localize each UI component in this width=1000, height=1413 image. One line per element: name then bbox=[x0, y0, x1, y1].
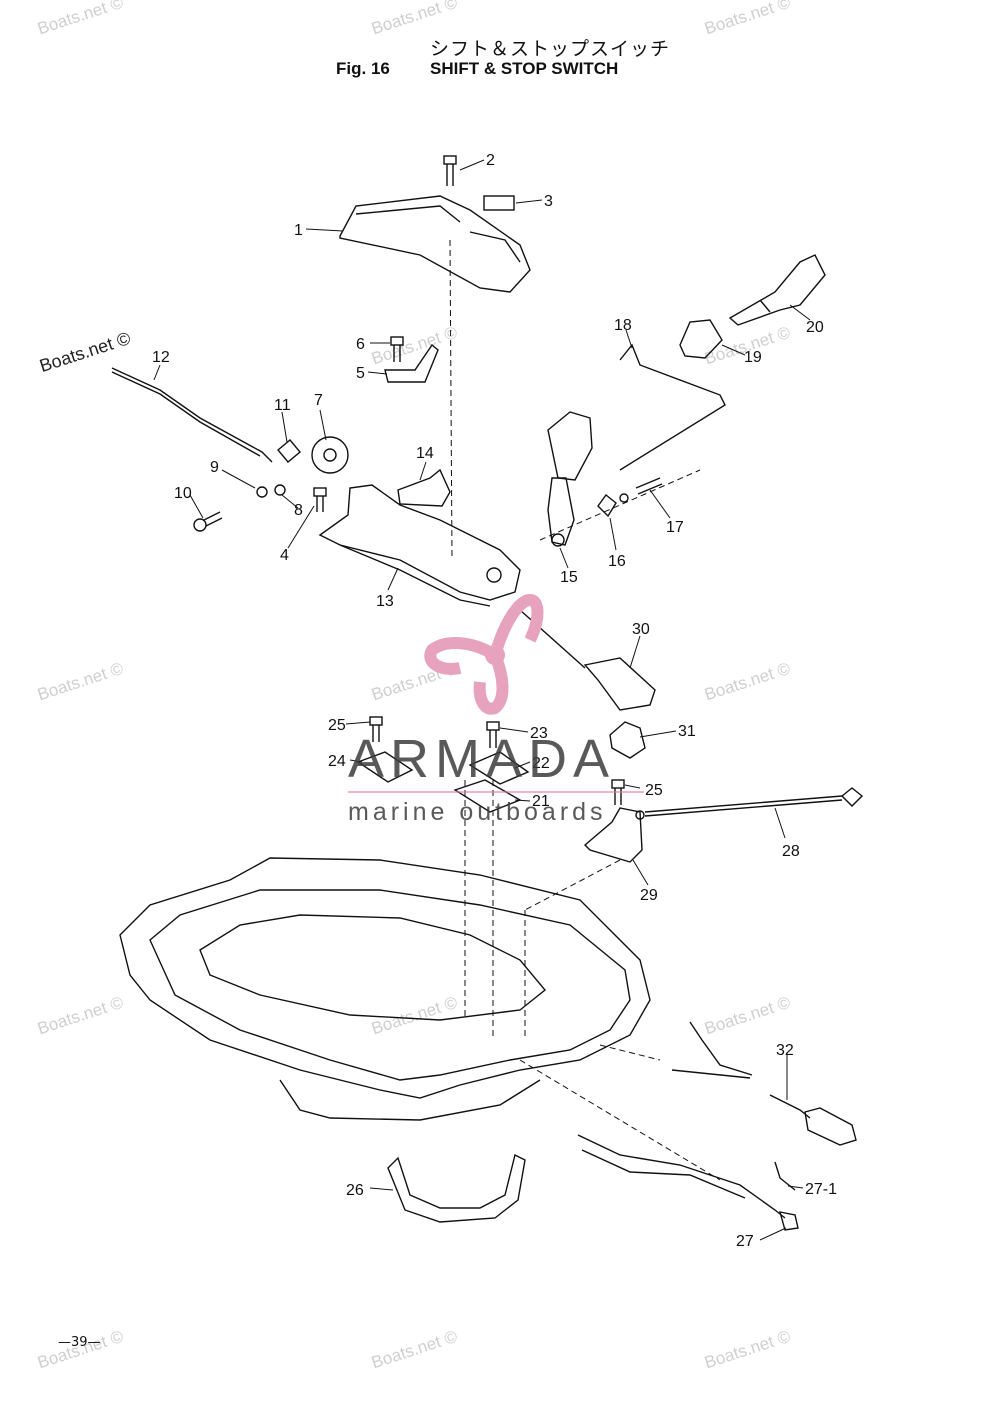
assembly-lines bbox=[449, 239, 721, 1181]
part-11-clip bbox=[277, 439, 301, 463]
title-english: SHIFT & STOP SWITCH bbox=[430, 59, 619, 78]
callout-31: 31 bbox=[678, 723, 696, 740]
part-32-stop-switch bbox=[671, 1021, 857, 1146]
callout-29: 29 bbox=[640, 887, 658, 904]
callout-28: 28 bbox=[782, 843, 800, 860]
armada-logo-subtitle: marine outboards bbox=[348, 798, 607, 826]
bottom-cowling bbox=[119, 857, 651, 1121]
callout-26: 26 bbox=[346, 1182, 364, 1199]
part-18-link-rod bbox=[619, 343, 726, 471]
callout-25: 25 bbox=[328, 717, 346, 734]
part-10-bolt bbox=[193, 511, 223, 532]
callout-7: 7 bbox=[314, 392, 323, 409]
callout-10: 10 bbox=[174, 485, 192, 502]
armada-propeller-logo bbox=[424, 593, 544, 715]
part-9-washer bbox=[256, 486, 268, 498]
title-japanese: シフト＆ストップスイッチ bbox=[430, 38, 671, 60]
page-number: —39— bbox=[58, 1335, 101, 1350]
part-5-bracket bbox=[384, 343, 439, 383]
callout-labels: 1 2 3 4 5 6 7 8 9 10 11 12 13 14 15 16 1… bbox=[152, 152, 837, 1250]
callout-20: 20 bbox=[806, 319, 824, 336]
part-15-shift-lever bbox=[547, 411, 593, 547]
callout-25-right: 25 bbox=[645, 782, 663, 799]
part-3-plate bbox=[483, 195, 515, 211]
callout-16: 16 bbox=[608, 553, 626, 570]
callout-32: 32 bbox=[776, 1042, 794, 1059]
part-16-pin bbox=[597, 493, 617, 518]
part-23-bolt bbox=[486, 721, 500, 748]
part-2-bolt bbox=[443, 155, 457, 186]
part-7-cam bbox=[311, 436, 349, 474]
leader-lines bbox=[153, 159, 811, 1241]
page-header: シフト＆ストップスイッチ Fig. 16 SHIFT & STOP SWITCH bbox=[0, 0, 1000, 90]
callout-13: 13 bbox=[376, 593, 394, 610]
part-12-rod bbox=[111, 367, 273, 463]
part-24-plate bbox=[356, 751, 414, 783]
part-25-bolt bbox=[369, 716, 383, 742]
callout-4: 4 bbox=[280, 547, 289, 564]
part-27-1-lead bbox=[774, 1161, 796, 1191]
callout-14: 14 bbox=[416, 445, 434, 462]
callout-27-1: 27-1 bbox=[805, 1181, 837, 1198]
callout-18: 18 bbox=[614, 317, 632, 334]
part-8-nut bbox=[274, 484, 286, 496]
callout-21: 21 bbox=[532, 793, 550, 810]
part-25-bolt-right bbox=[611, 779, 625, 805]
part-31-clip bbox=[609, 721, 646, 759]
callout-6: 6 bbox=[356, 336, 365, 353]
callout-22: 22 bbox=[532, 755, 550, 772]
part-19-cap bbox=[679, 319, 723, 359]
part-28-cable bbox=[635, 787, 864, 820]
part-20-switch bbox=[728, 254, 826, 326]
callout-12: 12 bbox=[152, 349, 170, 366]
part-17-bolt bbox=[619, 477, 663, 503]
callout-27: 27 bbox=[736, 1233, 754, 1250]
callout-23: 23 bbox=[530, 725, 548, 742]
part-6-bolt bbox=[390, 336, 404, 362]
part-13-base bbox=[318, 484, 521, 601]
figure-number: Fig. 16 bbox=[336, 59, 390, 78]
callout-8: 8 bbox=[294, 502, 303, 519]
part-4-bolt bbox=[313, 487, 327, 512]
part-14-cover bbox=[397, 468, 451, 507]
callout-3: 3 bbox=[544, 193, 553, 210]
part-22-plate bbox=[468, 751, 530, 785]
callout-15: 15 bbox=[560, 569, 578, 586]
callout-11: 11 bbox=[274, 397, 291, 414]
callout-24: 24 bbox=[328, 753, 346, 770]
callout-9: 9 bbox=[210, 459, 219, 476]
part-29-bracket bbox=[583, 807, 643, 863]
callout-30: 30 bbox=[632, 621, 650, 638]
callout-17: 17 bbox=[666, 519, 684, 536]
callout-19: 19 bbox=[744, 349, 762, 366]
callout-5: 5 bbox=[356, 365, 365, 382]
callout-1: 1 bbox=[294, 222, 303, 239]
armada-logo-text: ARMADA bbox=[348, 729, 616, 789]
armada-logo-rule bbox=[348, 791, 644, 793]
part-27-harness bbox=[577, 1134, 799, 1231]
part-1-handle-cover bbox=[339, 195, 531, 293]
callout-2: 2 bbox=[486, 152, 495, 169]
part-26-band bbox=[387, 1153, 526, 1223]
